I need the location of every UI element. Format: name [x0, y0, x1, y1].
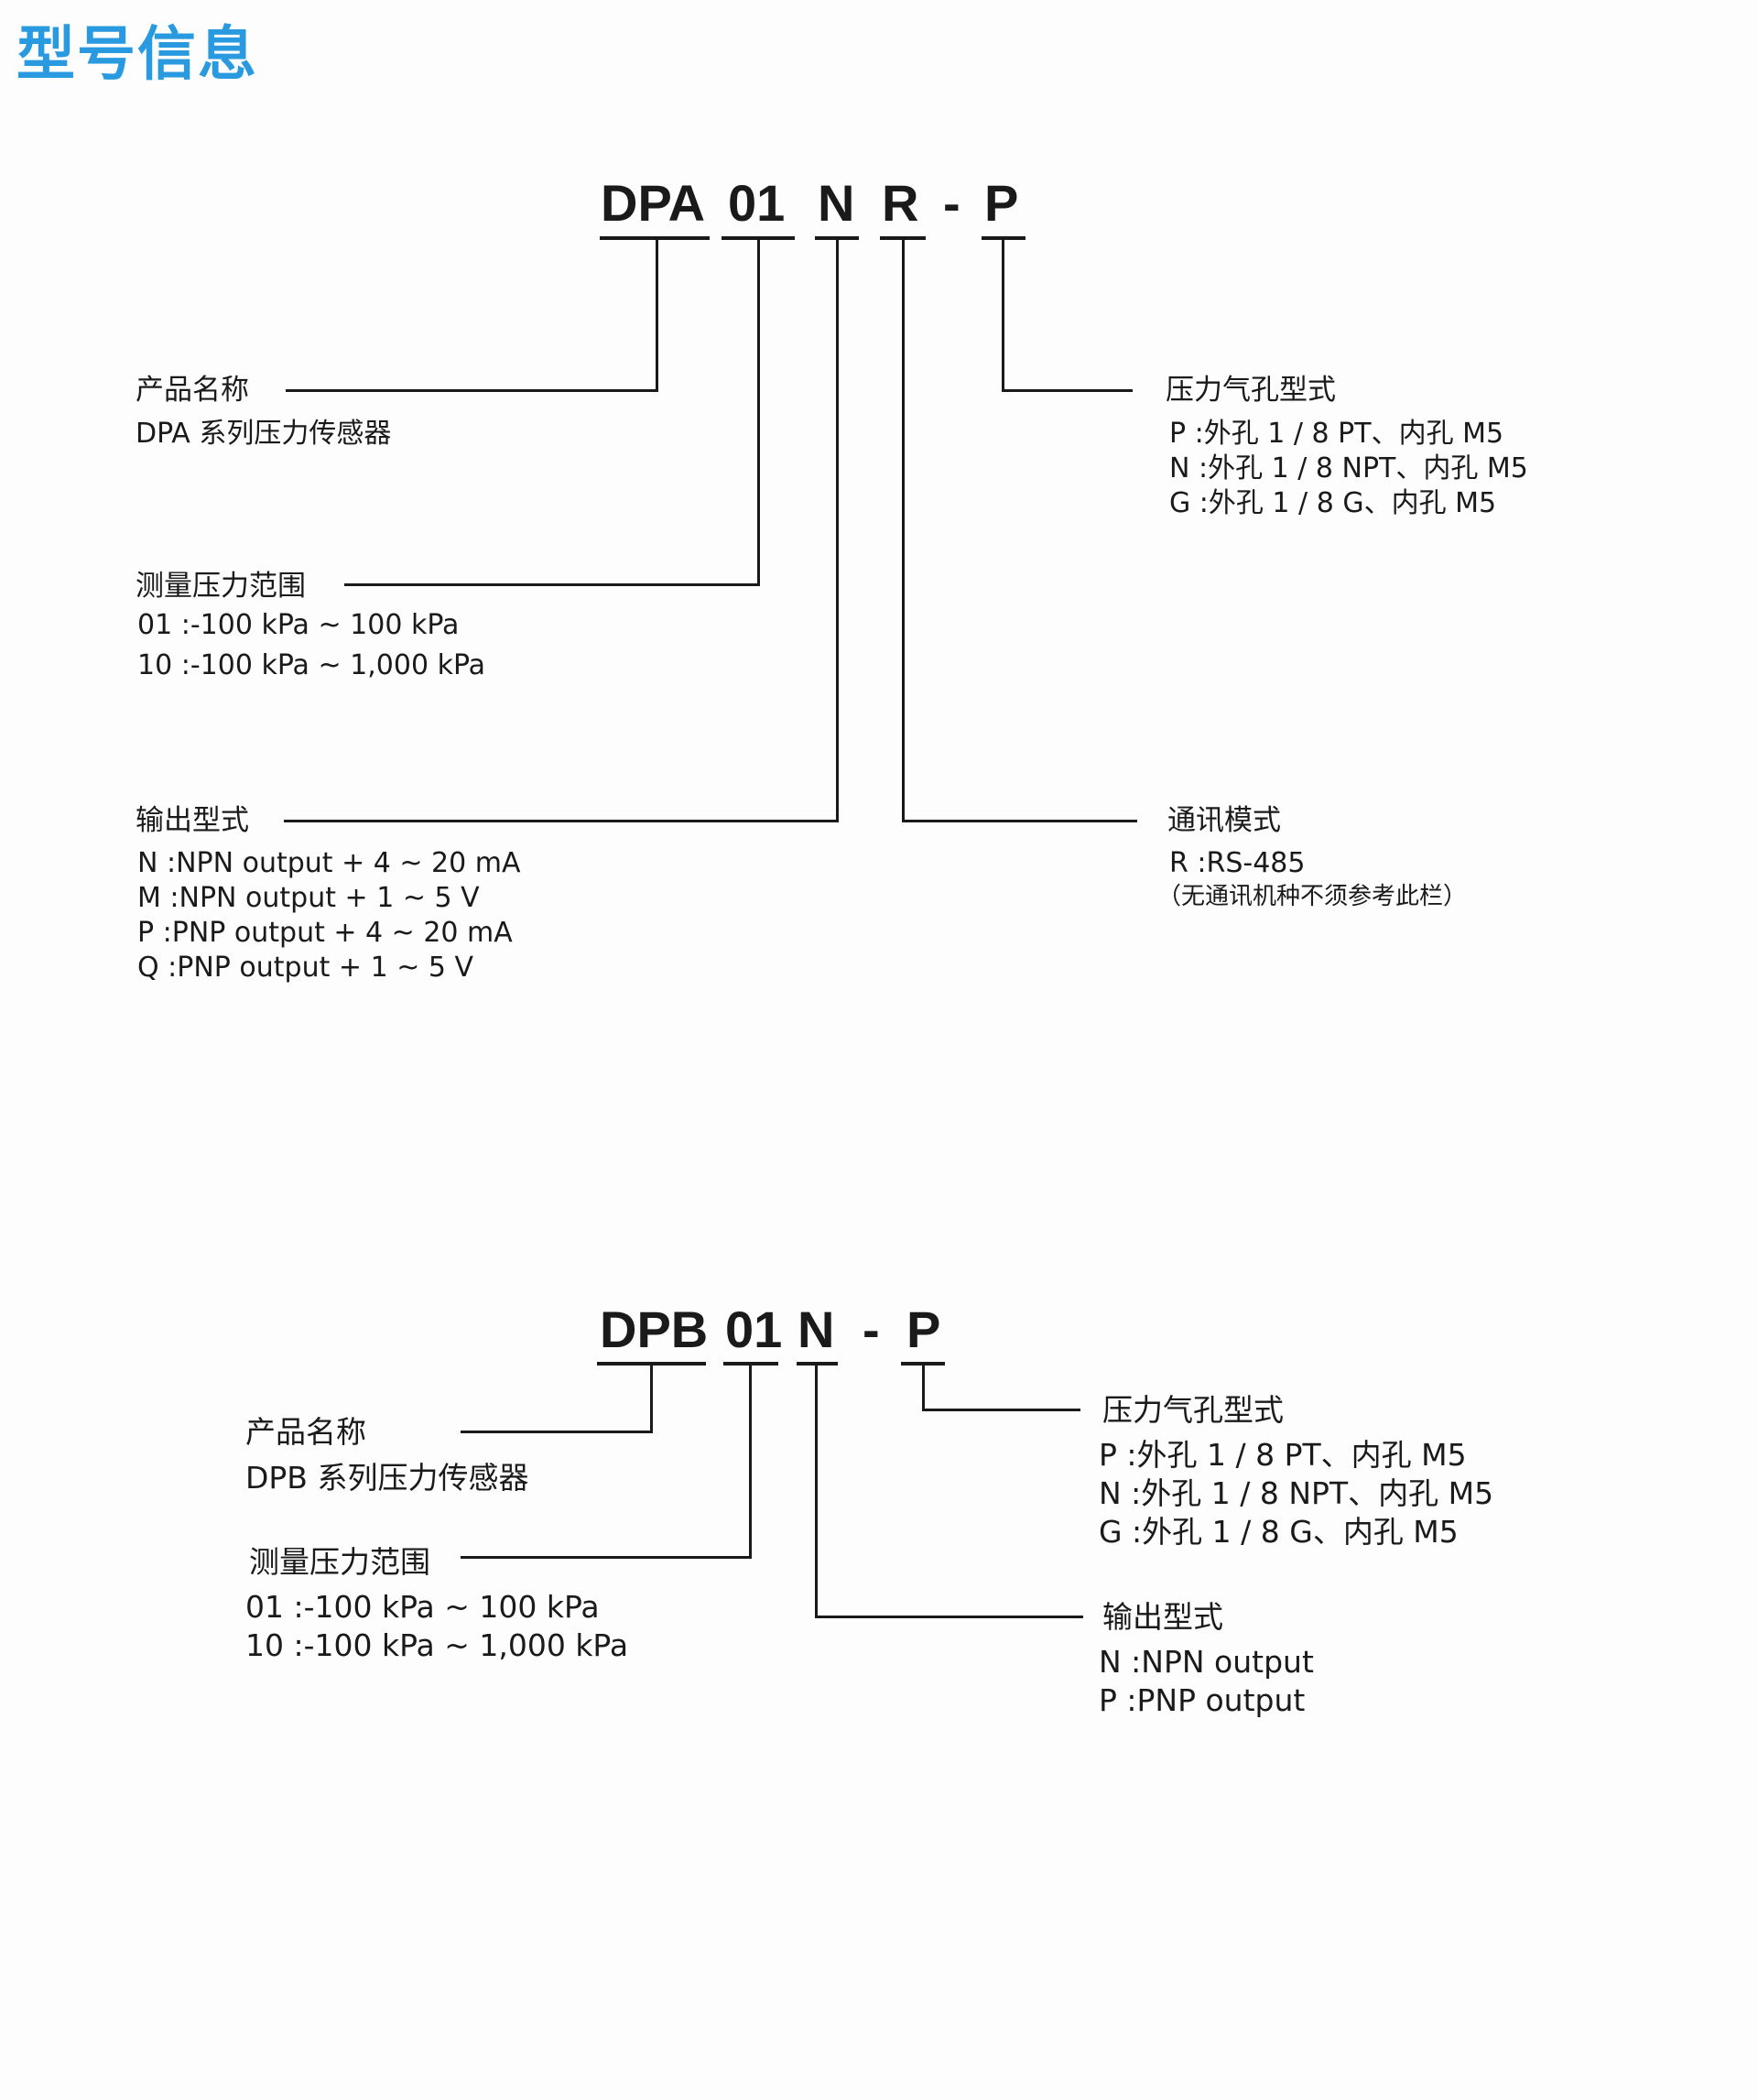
dpa-output-item: Q :PNP output + 1 ~ 5 V	[137, 952, 474, 984]
dpa-range-connector-h	[344, 583, 760, 586]
dpb-port-connector-v	[922, 1364, 925, 1411]
dpa-output-connector-v	[836, 238, 839, 822]
dpa-code-range: 01	[728, 174, 786, 232]
dpb-range-heading: 测量压力范围	[249, 1544, 430, 1580]
dpa-comm-connector-v	[902, 238, 905, 822]
dpa-comm-note: （无通讯机种不须参考此栏）	[1157, 883, 1468, 910]
dpb-output-item: P :PNP output	[1099, 1682, 1306, 1718]
page-title: 型号信息	[16, 21, 258, 89]
dpa-name-connector-v	[656, 238, 658, 392]
dpb-port-item: G :外孔 1 / 8 G、内孔 M5	[1099, 1514, 1459, 1550]
dpa-series-underline	[600, 236, 710, 240]
dpa-range-connector-v	[757, 238, 760, 586]
dpa-output-item: N :NPN output + 4 ~ 20 mA	[137, 847, 521, 879]
dpa-output-item: P :PNP output + 4 ~ 20 mA	[137, 917, 513, 949]
dpa-name-heading: 产品名称	[136, 374, 249, 407]
dpb-name-connector-v	[650, 1364, 653, 1433]
dpa-code-port: P	[984, 174, 1019, 232]
dpb-output-item: N :NPN output	[1099, 1644, 1314, 1680]
dpb-code-port: P	[906, 1300, 941, 1358]
dpa-port-connector-h	[1002, 389, 1133, 392]
dpa-range-item: 01 :-100 kPa ~ 100 kPa	[137, 609, 460, 641]
dpa-port-item: N :外孔 1 / 8 NPT、内孔 M5	[1169, 452, 1528, 484]
dpb-code-series: DPB	[600, 1300, 709, 1358]
dpb-range-item: 10 :-100 kPa ~ 1,000 kPa	[245, 1627, 629, 1663]
dpa-range-heading: 测量压力范围	[136, 570, 306, 603]
dpa-code-comm: R	[882, 174, 919, 232]
dpa-output-item: M :NPN output + 1 ~ 5 V	[137, 882, 480, 914]
dpb-port-connector-h	[922, 1409, 1080, 1411]
dpb-name-heading: 产品名称	[245, 1414, 366, 1450]
dpa-code-output: N	[818, 174, 855, 232]
dpb-port-item: N :外孔 1 / 8 NPT、内孔 M5	[1099, 1475, 1494, 1511]
dpa-comm-item: R :RS-485	[1169, 847, 1306, 879]
dpa-name-connector-h	[286, 389, 658, 392]
dpa-port-heading: 压力气孔型式	[1166, 374, 1336, 407]
dpb-range-connector-h	[461, 1556, 752, 1559]
dpb-port-heading: 压力气孔型式	[1102, 1392, 1284, 1428]
dpa-comm-connector-h	[902, 820, 1137, 822]
dpb-output-heading: 输出型式	[1102, 1599, 1223, 1635]
dpb-code-range: 01	[725, 1300, 783, 1358]
dpa-port-item: P :外孔 1 / 8 PT、内孔 M5	[1169, 418, 1504, 450]
dpb-output-connector-h	[815, 1616, 1083, 1618]
dpb-range-connector-v	[749, 1364, 752, 1559]
dpa-code-series: DPA	[601, 174, 706, 232]
dpa-port-connector-v	[1002, 238, 1004, 392]
dpb-code-dash: -	[863, 1300, 880, 1358]
dpa-output-heading: 输出型式	[136, 804, 249, 837]
dpb-range-item: 01 :-100 kPa ~ 100 kPa	[245, 1589, 600, 1625]
dpa-port-item: G :外孔 1 / 8 G、内孔 M5	[1169, 487, 1497, 519]
dpb-output-connector-v	[815, 1364, 818, 1618]
dpa-code-dash: -	[943, 174, 960, 232]
dpb-name-value: DPB 系列压力传感器	[245, 1460, 529, 1496]
dpa-comm-heading: 通讯模式	[1167, 804, 1281, 837]
dpa-name-value: DPA 系列压力传感器	[136, 418, 392, 450]
dpa-range-item: 10 :-100 kPa ~ 1,000 kPa	[137, 649, 486, 681]
dpb-name-connector-h	[461, 1431, 653, 1433]
dpb-code-output: N	[798, 1300, 835, 1358]
dpb-port-item: P :外孔 1 / 8 PT、内孔 M5	[1099, 1437, 1467, 1473]
dpa-output-connector-h	[284, 820, 839, 822]
